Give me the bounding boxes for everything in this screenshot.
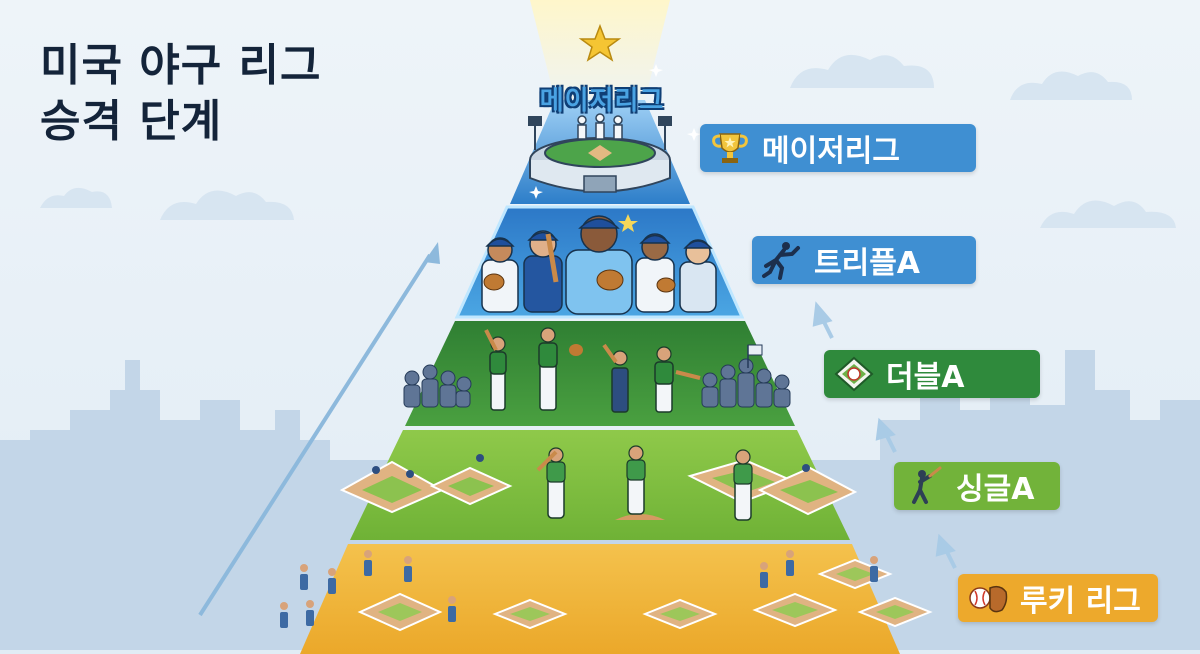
sparkles	[529, 64, 701, 199]
star-icon	[578, 23, 622, 62]
level-label-triple-a: 트리플A	[752, 236, 976, 284]
single-a-players	[372, 445, 810, 521]
tier-rookie-league	[300, 544, 900, 654]
promotion-arrows-right	[812, 301, 957, 569]
level-name: 싱글A	[956, 472, 1035, 507]
tier-single-a	[350, 430, 850, 540]
rookie-players	[280, 550, 878, 628]
double-a-crowd-left	[403, 364, 472, 408]
rookie-fields	[357, 558, 933, 632]
title-line-2: 승격 단계	[40, 96, 223, 147]
baseball-diamond-icon	[834, 356, 874, 392]
level-label-major-league: 메이저리그	[700, 124, 976, 172]
level-name: 더블A	[886, 360, 965, 395]
level-label-double-a: 더블A	[824, 350, 1040, 398]
promotion-arrow-left	[198, 242, 440, 617]
pitcher-icon	[762, 242, 800, 280]
title-line-1: 미국 야구 리그	[40, 40, 322, 91]
light-beam	[530, 0, 670, 120]
level-label-single-a: 싱글A	[894, 462, 1060, 510]
triple-a-players	[481, 214, 717, 315]
baseball-glove-icon	[969, 585, 1008, 613]
level-name: 메이저리그	[762, 134, 900, 169]
stadium-icon	[528, 113, 672, 193]
double-a-players	[484, 327, 701, 413]
apex-major-league-text: 메이저리그	[539, 86, 665, 116]
trophy-icon	[712, 133, 748, 163]
page-title: 미국 야구 리그 승격 단계	[40, 38, 322, 150]
level-name: 루키 리그	[1020, 584, 1141, 619]
double-a-crowd-right	[701, 344, 791, 408]
level-label-rookie-league: 루키 리그	[958, 574, 1158, 622]
level-name: 트리플A	[814, 246, 921, 281]
tier-double-a	[405, 321, 795, 426]
batter-icon	[912, 466, 942, 504]
clouds	[40, 54, 1176, 228]
